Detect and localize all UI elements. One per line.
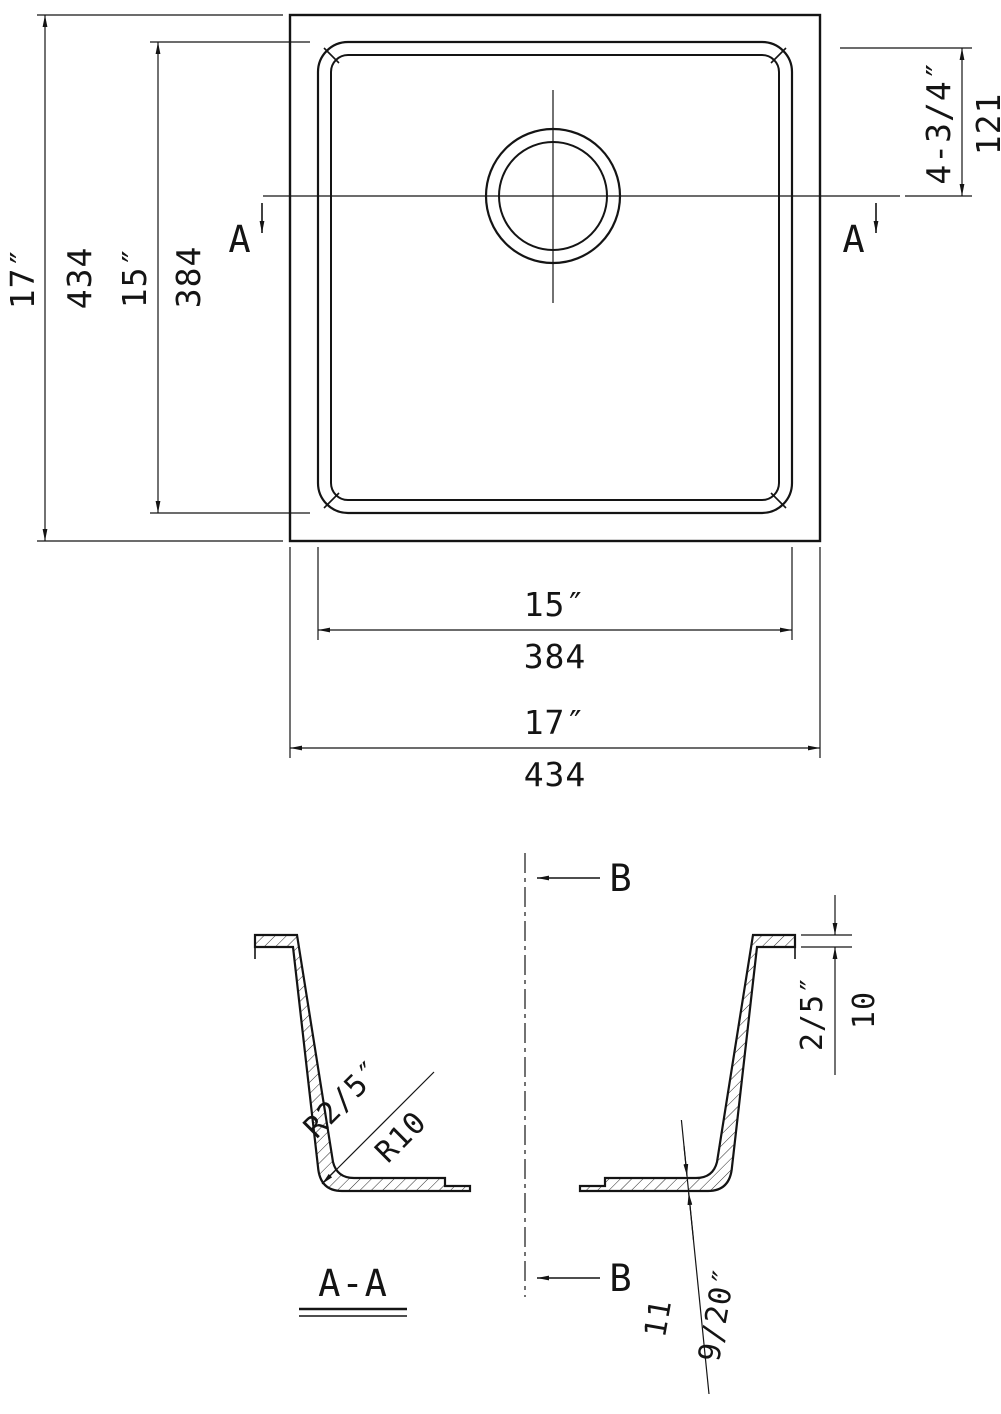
section-wall-left: [253, 933, 472, 1193]
radius-leader: [321, 1071, 435, 1185]
dim-overall-width-mm: 434: [524, 755, 587, 794]
plane-marker-b-bottom: B: [609, 1257, 632, 1300]
dim-rim-thickness: [801, 895, 852, 1075]
section-view: [253, 853, 852, 1395]
dim-overall-height: [37, 14, 283, 542]
section-marker-a-right: A: [842, 218, 865, 261]
plane-marker-b-top: B: [609, 857, 632, 900]
dim-corner-radius-mm: R10: [369, 1105, 434, 1170]
section-marker-a-left: A: [228, 218, 251, 261]
dim-basin-width-mm: 384: [524, 637, 587, 676]
flange-drip-ticks: [254, 947, 796, 959]
dim-overall-height-mm: 434: [60, 247, 99, 310]
section-title-underline: [299, 1307, 407, 1317]
dim-base-thickness-in: 9/20″: [692, 1264, 743, 1364]
basin-rim-outer: [316, 40, 794, 515]
dim-drain-offset-in: 4-3/4″: [919, 59, 958, 184]
dim-drain-offset-mm: 121: [969, 93, 1001, 156]
dim-rim-thickness-in: 2/5″: [795, 975, 830, 1051]
plane-marker-arrows: [537, 875, 600, 1281]
leader-line: [683, 1145, 710, 1395]
dim-overall-height-in: 17″: [3, 247, 42, 310]
dim-base-thickness: [680, 1119, 710, 1395]
plan-view: [37, 13, 972, 758]
drain-centerlines: [263, 90, 900, 303]
dim-basin-height: [150, 41, 310, 514]
section-wall-right: [578, 933, 797, 1193]
dim-overall-width-in: 17″: [524, 703, 587, 742]
section-marker-arrows: [259, 203, 879, 233]
dim-basin-width: [317, 547, 793, 640]
dim-overall-width: [289, 547, 821, 758]
dim-basin-width-in: 15″: [524, 585, 587, 624]
dim-rim-thickness-mm: 10: [847, 991, 882, 1029]
dim-basin-height-mm: 384: [169, 246, 208, 309]
basin-rim-inner: [330, 54, 780, 501]
section-view-title: A-A: [318, 1262, 388, 1305]
sink-outer-edge: [288, 13, 822, 543]
rim-corner-blend-lines: [323, 47, 787, 509]
dim-drain-offset: [840, 47, 972, 197]
dim-basin-height-in: 15″: [115, 246, 154, 309]
dim-base-thickness-mm: 11: [638, 1297, 679, 1341]
